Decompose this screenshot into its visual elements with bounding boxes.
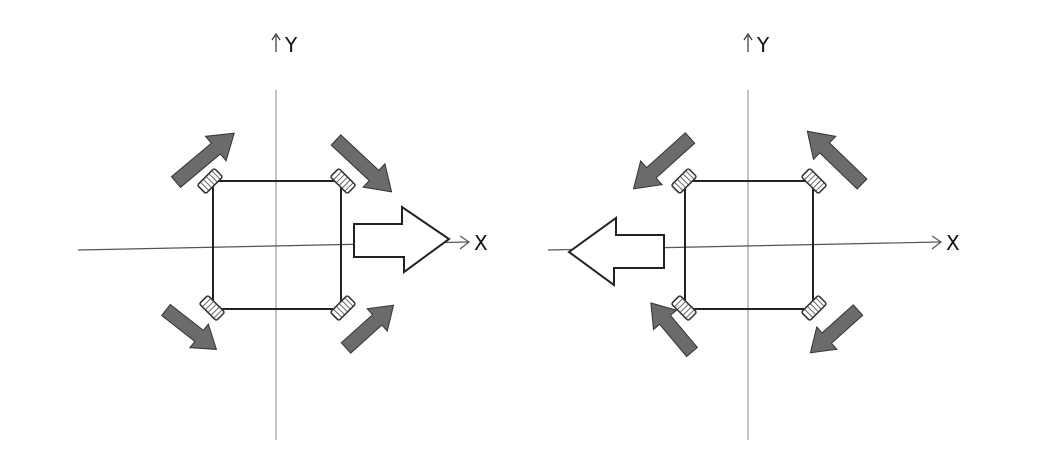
force-arrow-icon [160, 303, 218, 350]
force-arrow-icon [809, 304, 864, 354]
force-arrow-icon [650, 302, 699, 358]
robot-body [684, 180, 814, 310]
x-axis-arrowhead [459, 235, 471, 250]
diagram-move-left: Y X [547, 32, 960, 440]
y-axis-label: Y [756, 33, 770, 57]
force-arrow-icon [632, 132, 696, 190]
motion-arrow-icon [353, 205, 451, 274]
motion-arrow-icon [567, 216, 665, 287]
force-arrow-icon [340, 304, 395, 354]
x-axis-arrowhead [931, 235, 943, 250]
y-axis-arrowhead [743, 32, 753, 41]
mecanum-wheel-icon [671, 295, 697, 321]
x-axis-label: X [946, 231, 960, 255]
force-arrow-icon [330, 134, 393, 193]
robot-body [212, 180, 342, 310]
y-axis-label: Y [284, 33, 298, 57]
diagram-move-right: Y X [77, 32, 488, 440]
y-axis-arrowhead [271, 32, 281, 41]
mecanum-wheel-icon [801, 168, 827, 194]
mecanum-wheel-icon [330, 295, 356, 321]
mecanum-wheel-icon [197, 168, 223, 194]
mecanum-wheel-icon [671, 168, 697, 194]
mecanum-wheel-icon [330, 168, 356, 194]
force-arrow-icon [806, 130, 868, 190]
x-axis-label: X [474, 231, 488, 255]
mecanum-wheel-icon [199, 295, 225, 321]
mecanum-wheel-icon [801, 295, 827, 321]
force-arrow-icon [170, 132, 235, 189]
